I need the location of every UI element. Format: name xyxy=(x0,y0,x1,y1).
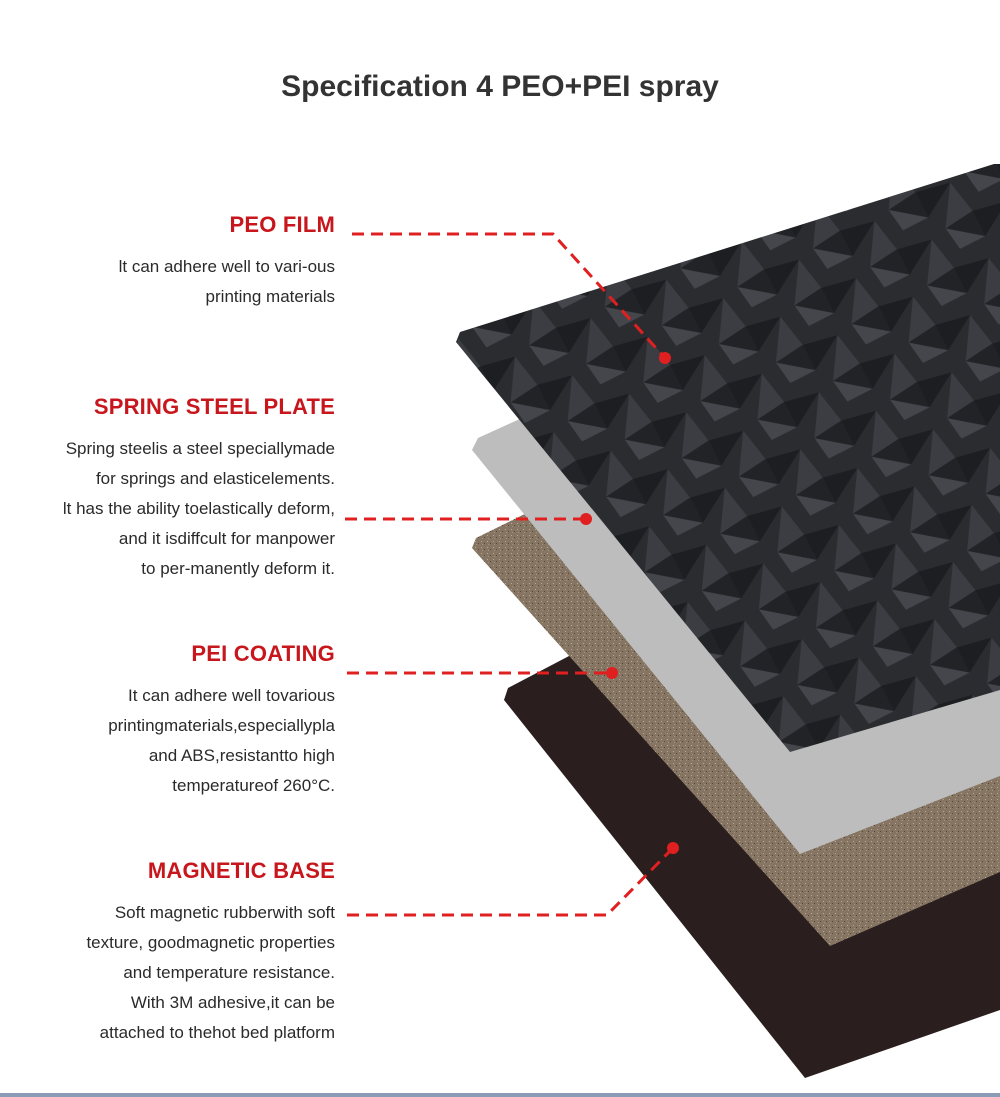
spring-steel-description: SPRING STEEL PLATE Spring steelis a stee… xyxy=(63,394,335,584)
description-line: Soft magnetic rubberwith soft xyxy=(114,903,335,922)
pei-coating-description: PEI COATING It can adhere well tovarious… xyxy=(108,641,335,801)
peo-film-heading: PEO FILM xyxy=(229,212,335,237)
description-line: temperatureof 260°C. xyxy=(172,776,335,795)
description-line: and temperature resistance. xyxy=(123,963,335,982)
peo-callout-dot xyxy=(659,352,671,364)
description-line: lt can adhere well to vari-ous xyxy=(118,257,335,276)
description-line: and ABS,resistantto high xyxy=(148,746,335,765)
description-line: lt has the ability toelastically deform, xyxy=(62,499,335,518)
peo-film-description: PEO FILM lt can adhere well to vari-ous … xyxy=(119,212,335,312)
description-line: and it isdiffcult for manpower xyxy=(118,529,335,548)
description-line: for springs and elasticelements. xyxy=(95,469,335,488)
magnetic-base-heading: MAGNETIC BASE xyxy=(147,858,335,883)
steel-callout-dot xyxy=(580,513,592,525)
pei-coating-heading: PEI COATING xyxy=(191,641,335,666)
magnetic-callout-dot xyxy=(667,842,679,854)
description-line: With 3M adhesive,it can be xyxy=(130,993,335,1012)
description-line: to per-manently deform it. xyxy=(141,559,335,578)
magnetic-base-description: MAGNETIC BASE Soft magnetic rubberwith s… xyxy=(86,858,335,1048)
description-line: It can adhere well tovarious xyxy=(128,686,335,705)
bottom-divider xyxy=(0,1093,1000,1097)
description-line: printing materials xyxy=(205,287,335,306)
page-title: Specification 4 PEO+PEI spray xyxy=(281,70,719,103)
description-line: attached to thehot bed platform xyxy=(99,1023,335,1042)
spring-steel-heading: SPRING STEEL PLATE xyxy=(93,394,335,419)
peo-callout-line xyxy=(352,232,667,360)
description-line: printingmaterials,especiallypla xyxy=(108,716,335,735)
description-line: Spring steelis a steel speciallymade xyxy=(65,439,335,458)
peo-film-layer xyxy=(456,164,1000,752)
pei-callout-dot xyxy=(606,667,618,679)
description-line: texture, goodmagnetic properties xyxy=(86,933,335,952)
magnetic-callout-line xyxy=(347,846,675,917)
